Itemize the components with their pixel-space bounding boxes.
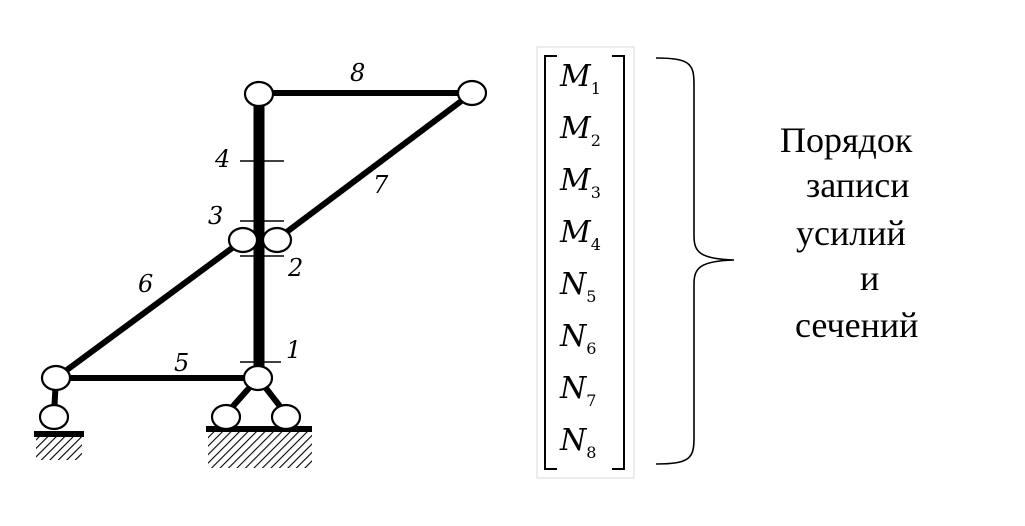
vector-entries: M1 M2 M3 M4 N5 N6 N7 N8 (559, 59, 601, 462)
curly-brace (655, 57, 735, 465)
vector-entry: N6 (559, 319, 596, 358)
label-8: 8 (350, 59, 365, 87)
label-4: 4 (214, 145, 230, 173)
hinge-left-support (38, 403, 70, 431)
label-3: 3 (208, 202, 223, 230)
hinge-left-joint (40, 364, 72, 392)
right-ground-support (206, 426, 312, 468)
hinge-base-joint (242, 364, 274, 392)
caption-line: Порядок (780, 120, 913, 160)
left-ground-support (34, 431, 84, 460)
hinge-support-a (210, 403, 242, 431)
hinges (38, 79, 488, 431)
hinge-mid-right (261, 226, 293, 254)
vector-entry: N7 (559, 371, 596, 410)
vector-entry: M3 (559, 163, 601, 202)
vector-entry: M2 (559, 111, 601, 150)
caption-line: записи (806, 165, 910, 205)
hinge-top-right (456, 79, 488, 107)
label-1: 1 (286, 336, 301, 364)
member-6 (53, 237, 246, 381)
hinge-top-left (243, 80, 275, 108)
frame-members (53, 88, 475, 384)
vector-frame (536, 46, 635, 479)
caption-line: и (860, 258, 879, 298)
member-7 (273, 90, 475, 243)
label-2: 2 (287, 254, 303, 282)
label-5: 5 (174, 349, 189, 377)
vector-entry: M4 (559, 215, 601, 254)
label-6: 6 (138, 270, 153, 298)
hinge-mid-left (227, 226, 259, 254)
vector-entry: N8 (559, 423, 596, 462)
vector-entry: M1 (559, 59, 601, 98)
hinge-support-b (270, 403, 302, 431)
caption-line: усилий (796, 213, 906, 253)
section-ticks (240, 160, 284, 363)
vector-entry: N5 (559, 267, 596, 306)
label-7: 7 (373, 171, 389, 199)
caption-line: сечений (795, 305, 918, 345)
caption: Порядок записи усилий и сечений (780, 120, 918, 345)
vector-brackets (544, 55, 625, 470)
